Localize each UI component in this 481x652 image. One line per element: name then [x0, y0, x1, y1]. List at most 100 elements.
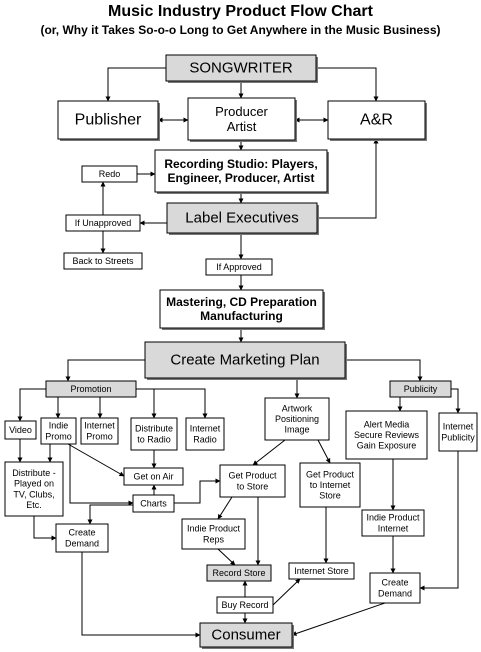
node-label: Indie [49, 421, 69, 431]
node-label: Engineer, Producer, Artist [168, 171, 315, 185]
node-label: Create Marketing Plan [170, 352, 319, 369]
flow-arrow [317, 439, 331, 464]
node-record-store: Record Store [206, 564, 272, 582]
node-label: Indie Product [187, 524, 241, 534]
node-label: Played on [14, 479, 54, 489]
node-label: to Radio [137, 434, 171, 444]
chart-title: Music Industry Product Flow Chart [108, 3, 373, 20]
node-label: Video [9, 425, 32, 435]
node-create-marketing-plan: Create Marketing Plan [144, 341, 347, 380]
node-label: Demand [65, 538, 99, 548]
node-label: Internet [443, 422, 474, 432]
node-label: Artwork [282, 403, 313, 413]
node-label: Positioning [275, 414, 319, 424]
node-label: Record Store [212, 568, 265, 578]
node-label: Radio [193, 434, 217, 444]
flow-arrow [105, 67, 166, 102]
node-label: Create [381, 578, 408, 588]
node-label: Consumer [211, 627, 280, 644]
node-label-executives: Label Executives [166, 202, 319, 235]
node-label: Reps [203, 534, 225, 544]
node-get-on-air: Get on Air [123, 467, 184, 486]
node-if-approved: If Approved [205, 258, 273, 276]
node-label: Promo [86, 431, 113, 441]
node-label: Secure Reviews [354, 430, 420, 440]
node-label: SONGWRITER [189, 60, 292, 77]
flow-arrow [87, 504, 133, 525]
node-buy-record: Buy Record [216, 596, 274, 614]
node-label: Artist [227, 119, 257, 134]
node-label: Publicity [404, 384, 438, 394]
node-label: Label Executives [185, 210, 298, 227]
flow-arrow [174, 478, 221, 504]
flow-arrow [252, 439, 286, 466]
node-label: Redo [99, 169, 121, 179]
node-label: Publisher [75, 112, 142, 129]
node-label: Back to Streets [72, 256, 134, 266]
node-label: Publicity [441, 432, 475, 442]
node-internet-store: Internet Store [288, 562, 355, 580]
flow-arrow [272, 578, 301, 606]
node-redo: Redo [81, 165, 138, 183]
flow-arrow [81, 552, 201, 638]
node-ar: A&R [327, 100, 427, 141]
node-consumer: Consumer [199, 622, 294, 649]
node-label: A&R [360, 112, 393, 129]
node-video: Video [4, 420, 37, 440]
flow-arrow [33, 516, 57, 541]
node-label: to Store [237, 481, 269, 491]
node-publisher: Publisher [57, 100, 160, 141]
node-label: Manufacturing [200, 309, 283, 323]
node-label: Get Product [228, 471, 277, 481]
node-label: Etc. [26, 500, 42, 510]
node-songwriter: SONGWRITER [165, 54, 318, 83]
flow-arrow [345, 359, 423, 382]
flow-arrow [217, 548, 236, 566]
node-label: Get on Air [133, 472, 173, 482]
node-label: Promotion [70, 384, 111, 394]
node-label: Internet [378, 523, 409, 533]
node-promotion: Promotion [45, 380, 137, 398]
node-label: Charts [140, 499, 167, 509]
flow-arrow [316, 67, 379, 102]
node-label: Internet [190, 424, 221, 434]
flow-arrow [419, 451, 459, 591]
node-label: Mastering, CD Preparation [166, 295, 317, 309]
node-label: Buy Record [221, 600, 268, 610]
flow-arrow [217, 496, 233, 520]
flow-arrow [136, 388, 208, 419]
flow-arrow [65, 359, 145, 382]
node-label: Producer [215, 104, 268, 119]
node-label: Get Product [306, 469, 355, 479]
node-label: Create [68, 528, 95, 538]
flow-arrow [67, 443, 125, 477]
node-label: Recording Studio: Players, [164, 157, 317, 171]
node-label: Demand [378, 588, 412, 598]
node-label: Promo [45, 431, 72, 441]
node-back-to-streets: Back to Streets [63, 252, 143, 270]
node-publicity: Publicity [389, 380, 452, 398]
chart-subtitle: (or, Why it Takes So-o-o Long to Get Any… [40, 23, 441, 37]
node-if-unapproved: If Unapproved [65, 214, 141, 232]
node-label: TV, Clubs, [13, 489, 54, 499]
node-charts: Charts [132, 494, 175, 513]
node-label: Store [319, 491, 341, 501]
node-label: Distribute - [12, 468, 56, 478]
flow-arrow [69, 444, 134, 506]
